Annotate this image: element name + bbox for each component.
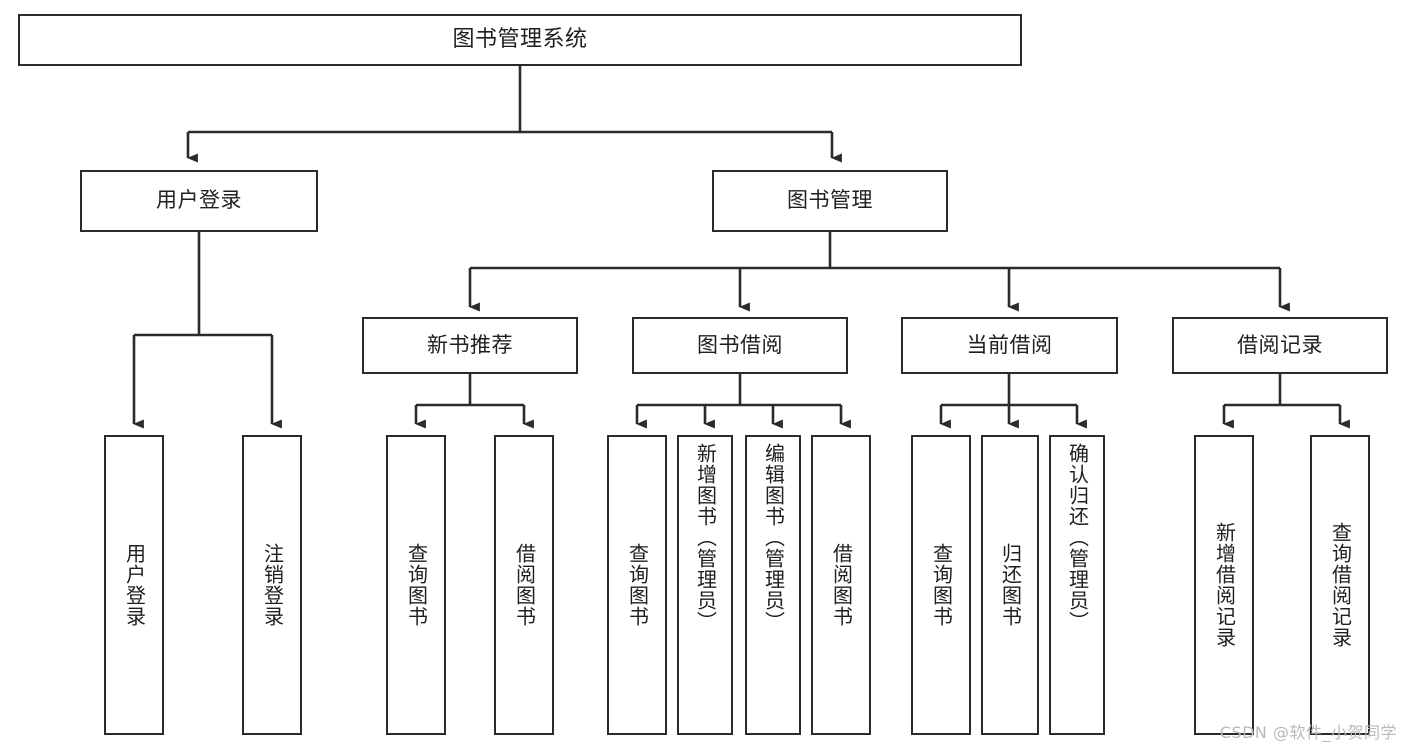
leaf-label: 借阅图书 [829, 543, 854, 627]
leaf-borrow-book-1[interactable]: 借阅图书 [494, 435, 554, 735]
leaf-add-record[interactable]: 新增借阅记录 [1194, 435, 1254, 735]
leaf-label: 新增借阅记录 [1212, 522, 1237, 648]
leaf-query-book-2[interactable]: 查询图书 [607, 435, 667, 735]
leaf-label: 编辑图书（管理员） [761, 443, 786, 632]
leaf-label: 查询借阅记录 [1328, 522, 1353, 648]
leaf-query-book-3[interactable]: 查询图书 [911, 435, 971, 735]
leaf-confirm-return[interactable]: 确认归还（管理员） [1049, 435, 1105, 735]
node-borrow-record[interactable]: 借阅记录 [1172, 317, 1388, 374]
leaf-label: 用户登录 [122, 543, 147, 627]
node-new-book-recommend[interactable]: 新书推荐 [362, 317, 578, 374]
node-book-borrow[interactable]: 图书借阅 [632, 317, 848, 374]
leaf-label: 新增图书（管理员） [693, 443, 718, 632]
csdn-watermark: CSDN @软件_小贺同学 [1219, 723, 1397, 742]
node-book-manage[interactable]: 图书管理 [712, 170, 948, 232]
leaf-query-record[interactable]: 查询借阅记录 [1310, 435, 1370, 735]
leaf-label: 确认归还（管理员） [1065, 443, 1090, 632]
leaf-logout-login[interactable]: 注销登录 [242, 435, 302, 735]
leaf-add-book[interactable]: 新增图书（管理员） [677, 435, 733, 735]
node-user-login[interactable]: 用户登录 [80, 170, 318, 232]
leaf-label: 查询图书 [625, 543, 650, 627]
node-label: 图书管理 [787, 188, 873, 213]
leaf-return-book[interactable]: 归还图书 [981, 435, 1039, 735]
node-label: 当前借阅 [966, 332, 1053, 357]
leaf-label: 查询图书 [929, 543, 954, 627]
leaf-label: 注销登录 [260, 543, 285, 627]
leaf-borrow-book-2[interactable]: 借阅图书 [811, 435, 871, 735]
node-label: 图书借阅 [697, 332, 783, 357]
leaf-user-login[interactable]: 用户登录 [104, 435, 164, 735]
node-label: 新书推荐 [427, 332, 513, 357]
node-label: 借阅记录 [1237, 332, 1323, 357]
leaf-label: 借阅图书 [512, 543, 537, 627]
leaf-edit-book[interactable]: 编辑图书（管理员） [745, 435, 801, 735]
node-current-borrow[interactable]: 当前借阅 [901, 317, 1118, 374]
node-label: 图书管理系统 [452, 26, 588, 52]
leaf-label: 归还图书 [998, 543, 1023, 627]
leaf-query-book-1[interactable]: 查询图书 [386, 435, 446, 735]
node-label: 用户登录 [156, 188, 242, 213]
leaf-label: 查询图书 [404, 543, 429, 627]
node-root-book-management-system[interactable]: 图书管理系统 [18, 14, 1022, 66]
